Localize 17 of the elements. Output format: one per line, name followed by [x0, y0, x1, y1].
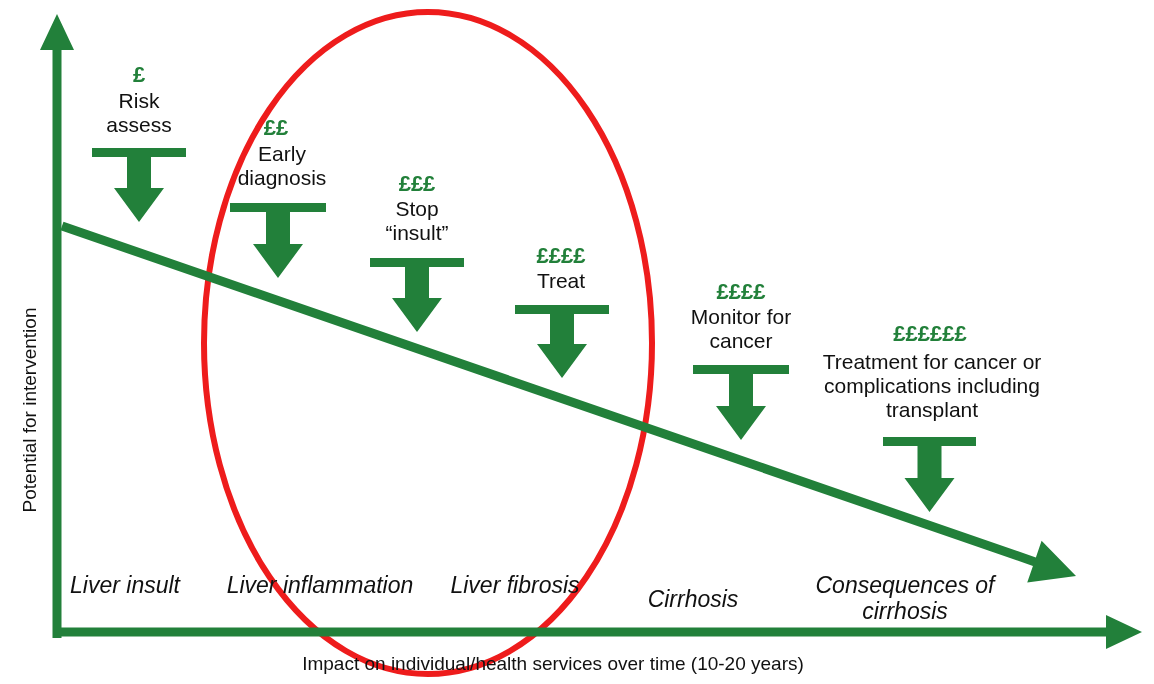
cost-label: ££££: [715, 279, 767, 305]
intervention-label: Stop “insult”: [384, 197, 450, 246]
intervention-label: Monitor for cancer: [689, 305, 793, 354]
cost-label: ££££££: [892, 321, 968, 347]
stage-label: Liver fibrosis: [450, 572, 580, 599]
intervention-label: Early diagnosis: [236, 142, 328, 191]
cost-label: ££: [262, 115, 290, 141]
intervention-label: Treatment for cancer or complications including transplant: [821, 350, 1043, 423]
stage-label: Liver insult: [69, 572, 182, 599]
stage-label: Consequences of cirrhosis: [814, 572, 998, 625]
cost-label: £: [131, 62, 147, 88]
axis-title: Potential for intervention: [19, 307, 41, 513]
intervention-label: Risk assess: [105, 89, 173, 138]
stage-label: Cirrhosis: [646, 586, 740, 613]
intervention-label: Treat: [535, 269, 587, 294]
cost-label: ££££: [535, 243, 587, 269]
cost-label: £££: [397, 171, 437, 197]
